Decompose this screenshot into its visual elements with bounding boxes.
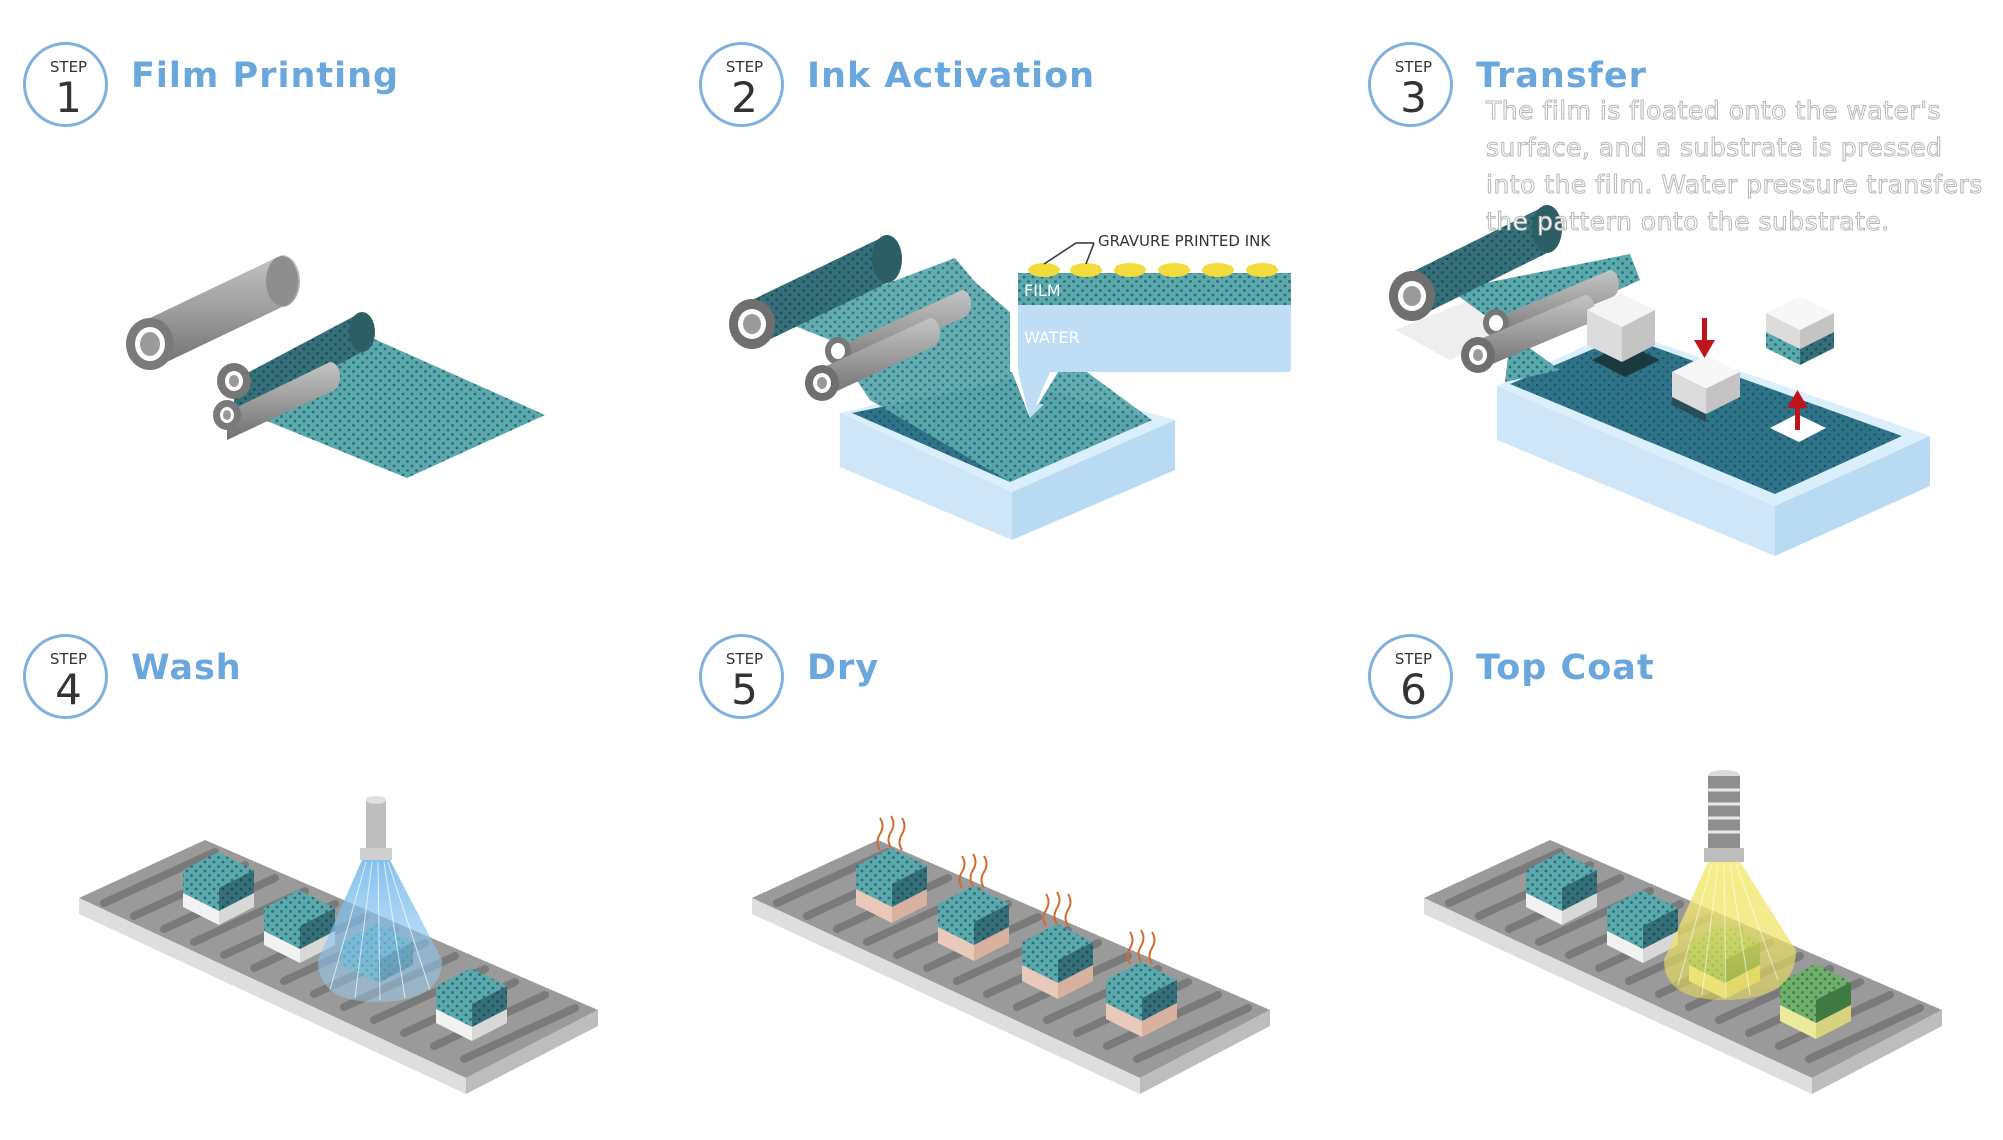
step-label: STEP (1394, 650, 1433, 668)
substrate-cube-before (1587, 293, 1660, 377)
water-label: WATER (1024, 328, 1080, 347)
water-spray (318, 860, 442, 1002)
coating-light (1664, 862, 1796, 1000)
step-1-title: Film Printing (131, 56, 400, 96)
step-6-badge: STEP 6 (1368, 634, 1453, 719)
step-3-badge: STEP 3 (1368, 42, 1453, 127)
step-label: STEP (725, 650, 764, 668)
top-coat-illustration (1424, 770, 1942, 1094)
roller-conveyor (752, 840, 1270, 1094)
washed-part (436, 968, 507, 1041)
transfer-illustration (1389, 205, 1930, 556)
drying-part (1022, 891, 1093, 999)
substrate-cube-transferred (1766, 296, 1834, 365)
coating-lamp (1704, 770, 1744, 862)
step-5-title: Dry (807, 648, 880, 688)
ink-activation-illustration: GRAVURE PRINTED INK FILM WATER (729, 232, 1295, 540)
print-roller (126, 255, 300, 370)
wash-illustration (79, 796, 598, 1094)
uncoated-part (1607, 890, 1678, 963)
step-6-title: Top Coat (1476, 648, 1655, 688)
step-number: 2 (731, 73, 758, 122)
step-4-title: Wash (131, 648, 242, 688)
film-roll (729, 235, 902, 349)
step-number: 3 (1400, 73, 1427, 122)
ink-label: GRAVURE PRINTED INK (1098, 232, 1271, 250)
drying-part (856, 815, 927, 923)
step-number: 4 (55, 665, 82, 714)
washed-part (183, 852, 254, 925)
step-3-title: Transfer (1476, 56, 1647, 96)
film-printing-illustration (126, 255, 545, 478)
drying-part (938, 853, 1009, 961)
dry-illustration (752, 815, 1270, 1094)
uncoated-part (1526, 852, 1597, 925)
substrate-cube-pressing (1672, 355, 1740, 422)
step-label: STEP (49, 58, 88, 76)
step-number: 1 (55, 73, 82, 122)
film-label: FILM (1024, 281, 1061, 300)
step-1-badge: STEP 1 (23, 42, 108, 127)
step-4-badge: STEP 4 (23, 634, 108, 719)
step-number: 5 (731, 665, 758, 714)
guide-rollers (805, 290, 971, 401)
washed-part (264, 890, 335, 963)
step-2-title: Ink Activation (807, 56, 1096, 96)
transfer-description: The film is floated onto the water's sur… (1486, 96, 1983, 237)
drying-part (1106, 929, 1177, 1037)
guide-roller (213, 362, 340, 440)
cross-section-callout: GRAVURE PRINTED INK FILM WATER (1010, 232, 1295, 418)
ink-leader-lines (1043, 242, 1095, 265)
film-roll (1389, 205, 1562, 321)
spray-nozzle (360, 796, 392, 860)
lift-up-arrow (1787, 390, 1808, 430)
step-5-badge: STEP 5 (699, 634, 784, 719)
step-number: 6 (1400, 665, 1427, 714)
ink-dots (1028, 263, 1278, 277)
step-2-badge: STEP 2 (699, 42, 784, 127)
coated-part (1780, 964, 1851, 1039)
floating-film (785, 258, 1152, 482)
guide-rollers (1461, 270, 1619, 373)
press-down-arrow (1694, 318, 1715, 358)
step-label: STEP (49, 650, 88, 668)
step-label: STEP (1394, 58, 1433, 76)
step-label: STEP (725, 58, 764, 76)
